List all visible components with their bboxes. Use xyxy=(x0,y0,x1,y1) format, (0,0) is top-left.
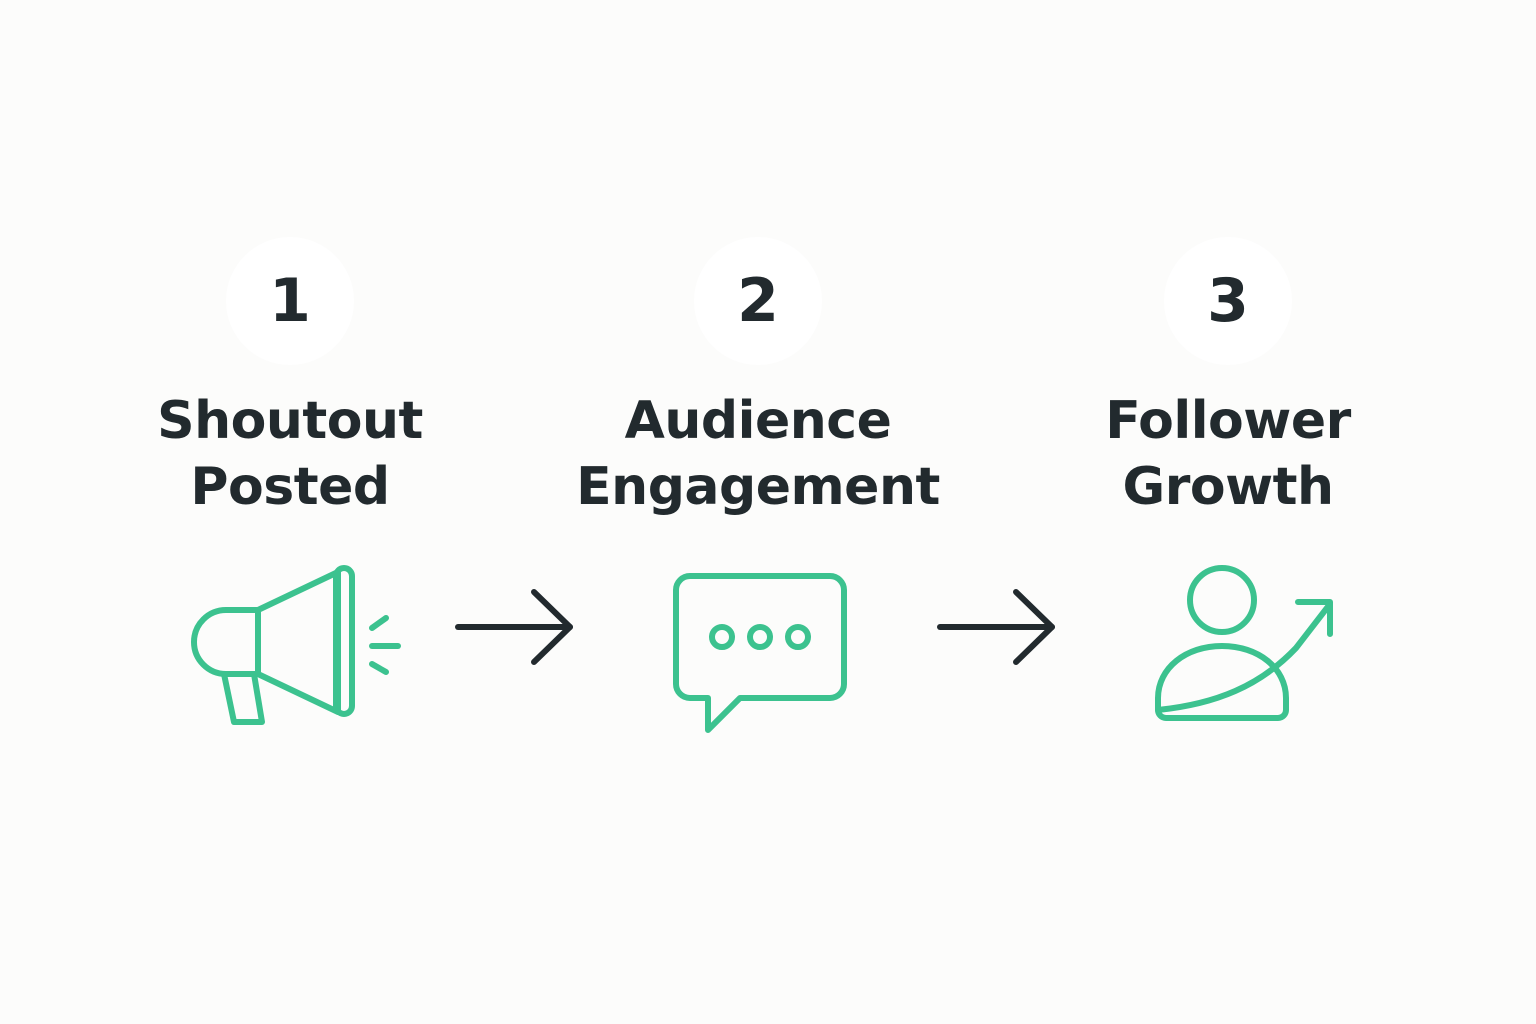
step-label: Shoutout Posted xyxy=(80,388,500,520)
step-follower-growth: 3 Follower Growth xyxy=(1018,0,1438,760)
step-number-badge: 1 xyxy=(226,237,354,365)
step-label: Follower Growth xyxy=(1018,388,1438,520)
step-label-line1: Audience xyxy=(624,391,892,451)
step-number-badge: 2 xyxy=(694,237,822,365)
step-number-badge: 3 xyxy=(1164,237,1292,365)
arrow-right-icon xyxy=(452,584,578,674)
step-label-line1: Shoutout xyxy=(157,391,423,451)
step-audience-engagement: 2 Audience Engagement xyxy=(548,0,968,760)
step-label-line2: Posted xyxy=(190,457,390,517)
step-label-line2: Growth xyxy=(1122,457,1334,517)
step-shoutout-posted: 1 Shoutout Posted xyxy=(80,0,500,760)
step-label-line1: Follower xyxy=(1105,391,1351,451)
arrow-right-icon xyxy=(934,584,1060,674)
step-label-line2: Engagement xyxy=(576,457,940,517)
megaphone-icon xyxy=(190,560,406,732)
user-growth-icon xyxy=(1146,560,1346,730)
step-label: Audience Engagement xyxy=(548,388,968,520)
chat-bubble-icon xyxy=(668,560,854,740)
